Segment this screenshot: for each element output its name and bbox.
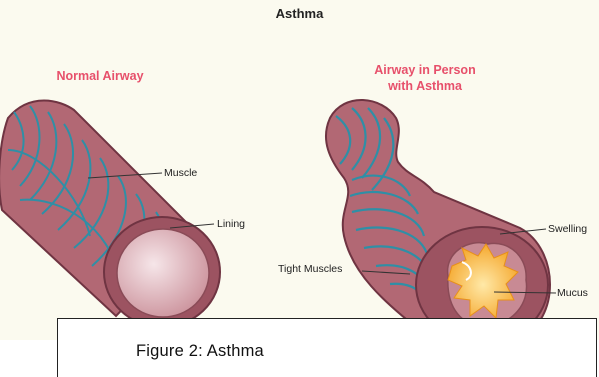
normal-airway-heading: Normal Airway bbox=[20, 68, 180, 84]
asthma-airway bbox=[326, 100, 550, 340]
figure-caption: Figure 2: Asthma bbox=[136, 342, 264, 361]
asthma-heading-line-1: Airway in Person bbox=[340, 62, 510, 78]
airway-illustration bbox=[0, 0, 599, 340]
normal-airway bbox=[0, 101, 220, 328]
mucus-label: Mucus bbox=[557, 287, 588, 299]
muscle-label: Muscle bbox=[164, 167, 197, 179]
tight-muscles-label: Tight Muscles bbox=[278, 263, 342, 275]
swelling-label: Swelling bbox=[548, 223, 587, 235]
lining-label: Lining bbox=[217, 218, 245, 230]
asthma-heading-line-2: with Asthma bbox=[340, 78, 510, 94]
asthma-airway-heading: Airway in Person with Asthma bbox=[340, 62, 510, 94]
figure-title: Asthma bbox=[0, 6, 599, 21]
